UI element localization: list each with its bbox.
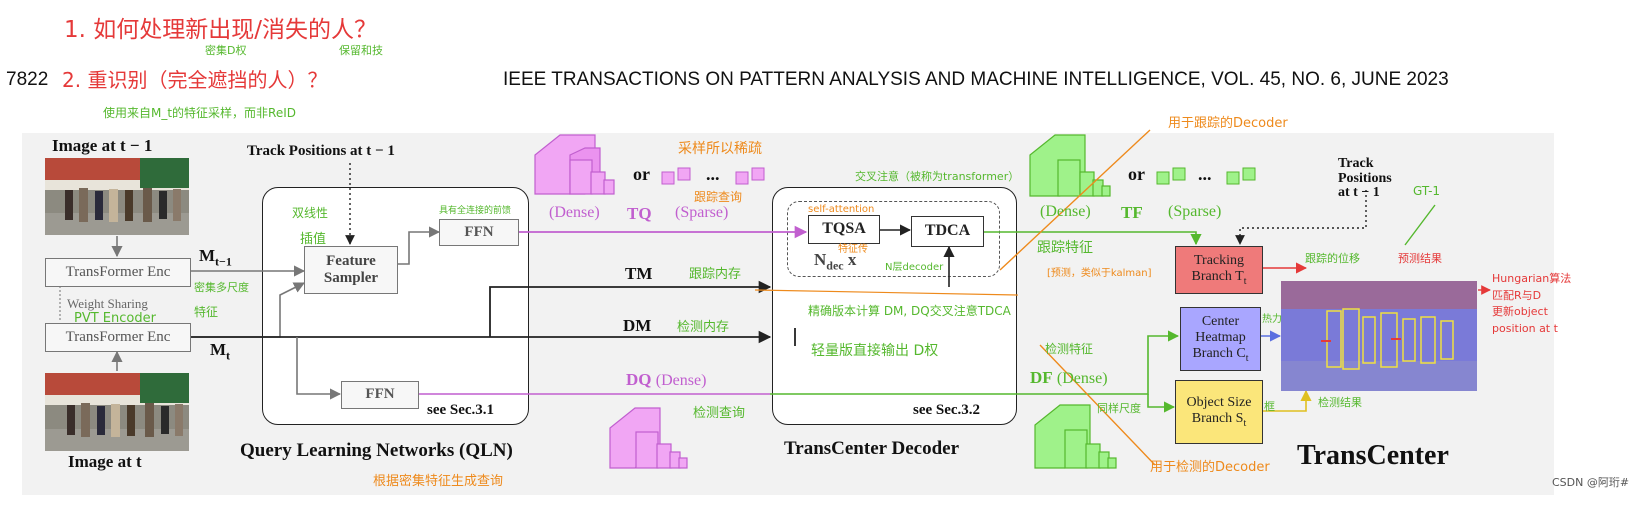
tf-sparse-cubes [1156, 167, 1256, 185]
transformer-encoder-bottom: TransFormer Enc [45, 323, 191, 352]
annotation-multiscale-b: 特征 [194, 305, 219, 319]
tq-sparse-cubes [661, 167, 765, 185]
annotation-reid: 使用来自M_t的特征采样，而非ReID [103, 106, 297, 120]
tf-dense-cubes [1029, 134, 1111, 197]
annotation-gen-query: 根据密集特征生成查询 [373, 474, 504, 489]
tf-sparse-label: (Sparse) [1168, 203, 1222, 220]
tf-label: TF [1121, 203, 1143, 222]
annotation-pvt: PVT Encoder [74, 311, 156, 326]
page-number: 7822 [6, 69, 49, 90]
tf-or-label: or [1128, 164, 1145, 184]
journal-header: IEEE TRANSACTIONS ON PATTERN ANALYSIS AN… [503, 69, 1449, 90]
annotation-same-scale: 同样尺度 [1097, 402, 1141, 415]
transformer-encoder-top: TransFormer Enc [45, 258, 191, 287]
transcenter-brand: TransCenter [1297, 440, 1449, 471]
annotation-det-memory: 检测内存 [677, 320, 730, 335]
street-scene-image [45, 373, 189, 451]
ndec-label: Ndec x [814, 250, 857, 273]
image-curr-label: Image at t [68, 452, 142, 471]
image-prev-label: Image at t − 1 [52, 136, 153, 155]
annotation-track-query: 跟踪查询 [694, 190, 743, 204]
dm-label: DM [623, 316, 652, 335]
annotation-det-feature: 检测特征 [1045, 342, 1094, 356]
tq-sparse-label: (Sparse) [675, 204, 729, 221]
qln-see-section: see Sec.3.1 [427, 402, 495, 418]
tdca-box: TDCA [911, 216, 984, 247]
annotation-pred: 预测结果 [1398, 252, 1442, 265]
tq-dense-cubes [534, 134, 615, 195]
weight-sharing-label: Weight Sharing [67, 296, 148, 311]
annotation-feature-pass: 特征传 [838, 244, 868, 255]
annotation-decoder-track: 用于跟踪的Decoder [1168, 116, 1288, 131]
m-curr-label: Mt [210, 340, 231, 363]
annotation-det-result: 检测结果 [1318, 396, 1362, 409]
decoder-layer-box [787, 201, 1000, 277]
ffn-top-box: FFN [439, 219, 519, 246]
m-prev-label: Mt−1 [199, 246, 232, 269]
annotation-frame: 框 [1264, 400, 1275, 413]
annotation-question-1: 1. 如何处理新出现/消失的人？ [64, 17, 378, 43]
annotation-decoder-det: 用于检测的Decoder [1150, 460, 1270, 475]
annotation-heat: 热力 [1262, 314, 1282, 325]
annotation-multiscale-a: 密集多尺度 [194, 281, 249, 294]
annotation-question-2: 2. 重识别（完全遮挡的人）？ [62, 68, 328, 92]
annotation-interp-a: 双线性 [292, 206, 329, 220]
annotation-gt: GT-1 [1413, 184, 1441, 198]
tq-or-label: or [633, 164, 650, 184]
annotation-light: 轻量版直接输出 D权 [811, 343, 939, 359]
tf-dots-label: ... [1198, 164, 1212, 184]
tq-dense-label: (Dense) [549, 204, 600, 221]
annotation-self-attn: self-attention [808, 204, 875, 215]
input-image-prev [45, 158, 189, 235]
df-dense-cubes [1034, 404, 1117, 469]
tf-dense-label: (Dense) [1040, 203, 1091, 220]
annotation-cross-attn: 交叉注意（被称为transformer） [855, 170, 1020, 183]
ffn-bottom-box: FFN [341, 381, 419, 409]
decoder-see-section: see Sec.3.2 [913, 402, 981, 418]
tm-label: TM [625, 264, 653, 283]
annotation-ndecoder: N层decoder [885, 262, 944, 273]
annotation-q1-sub-a: 密集D权 [205, 44, 247, 57]
annotation-interp-b: 插值 [300, 232, 327, 247]
annotation-track-disp: 跟踪的位移 [1305, 252, 1360, 265]
output-tracking-image [1281, 281, 1477, 391]
track-positions-prev-label: Track Positions at t − 1 [247, 143, 395, 159]
annotation-track-memory: 跟踪内存 [689, 267, 742, 282]
output-scene-image [1281, 281, 1477, 391]
csdn-watermark: CSDN @阿珩# [1552, 476, 1630, 489]
annotation-track-feature: 跟踪特征 [1037, 240, 1093, 256]
annotation-precise: 精确版本计算 DM, DQ交叉注意TDCA [808, 304, 1011, 318]
decoder-title: TransCenter Decoder [784, 438, 959, 459]
tq-dots-label: ... [706, 164, 720, 184]
input-image-curr [45, 373, 189, 451]
annotation-ffn-note: 具有全连接的前馈 [439, 206, 512, 216]
dq-dense-cubes [609, 407, 688, 469]
dq-label: DQ (Dense) [626, 370, 707, 389]
tqsa-box: TQSA [808, 215, 880, 244]
annotation-track-feature-sub: [预测，类似于kalman] [1047, 268, 1152, 279]
tq-label: TQ [627, 204, 652, 223]
df-label: DF (Dense) [1030, 368, 1108, 387]
annotation-sample: 采样所以稀疏 [678, 141, 762, 157]
annotation-q1-sub-b: 保留和技 [339, 44, 383, 57]
qln-title: Query Learning Networks (QLN) [240, 440, 513, 461]
annotation-det-query: 检测查询 [693, 406, 746, 421]
street-scene-image [45, 158, 189, 235]
